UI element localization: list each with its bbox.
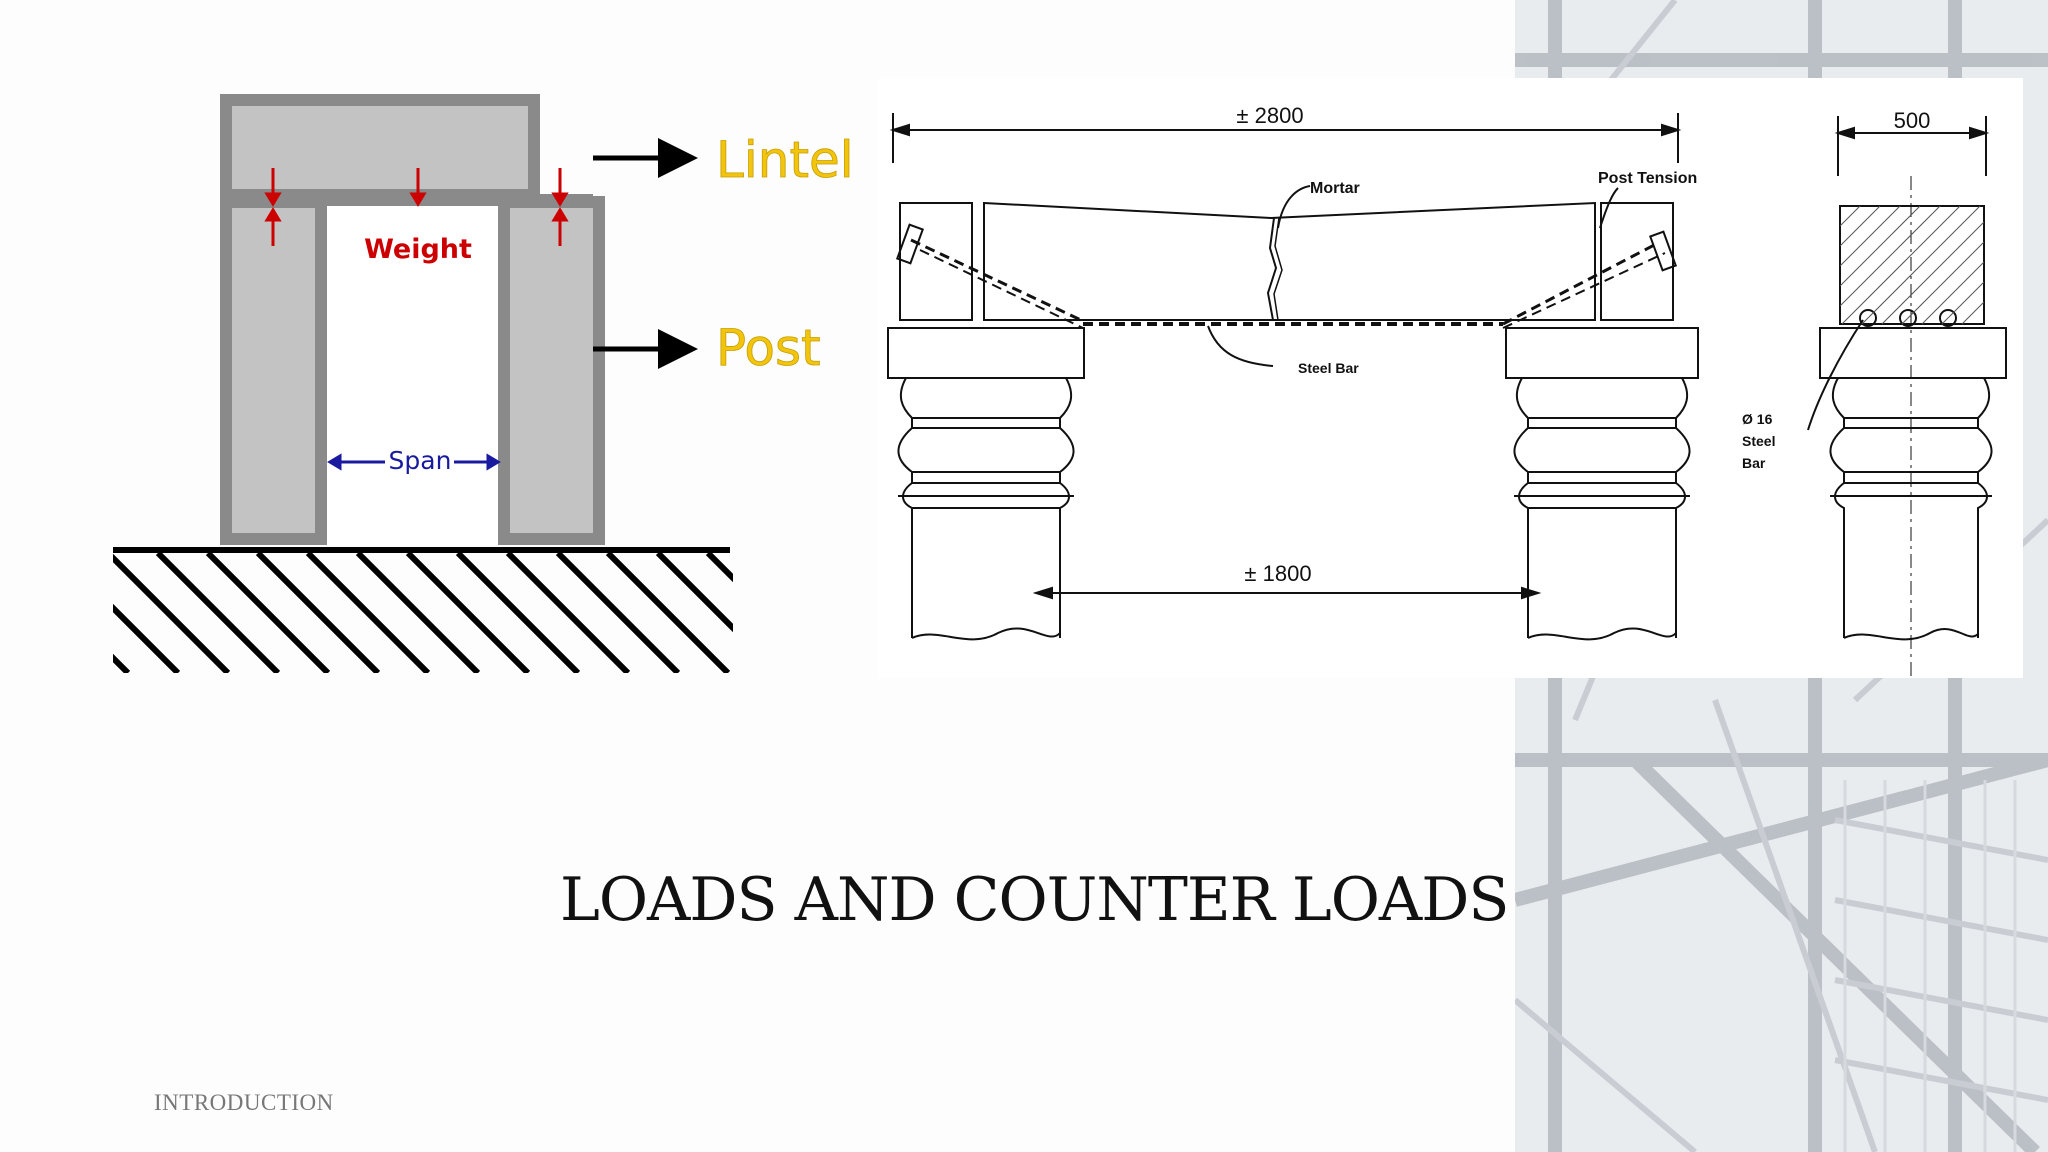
slide-footer: INTRODUCTION — [154, 1090, 334, 1115]
mortar-label: Mortar — [1310, 180, 1360, 197]
steel-bar-label: Steel Bar — [1298, 360, 1359, 376]
post-label: Post — [716, 319, 821, 377]
left-column-capital — [887, 327, 1085, 379]
post-lintel-diagram: Weight Span Lintel Post — [113, 94, 854, 673]
load-arrows — [264, 168, 569, 246]
bar-spec-label-3: Bar — [1742, 455, 1766, 471]
span-dimension — [327, 453, 501, 471]
section-hatch — [1839, 205, 1985, 325]
post-tension-lintel-drawing: ± 2800 ± 1800 500 Mortar Post Tension St… — [878, 78, 2023, 678]
bar-spec-label-2: Steel — [1742, 433, 1775, 449]
lintel-beam-section — [983, 201, 1596, 321]
right-column — [1513, 377, 1691, 638]
lintel-beam — [220, 94, 540, 201]
right-post — [498, 196, 605, 545]
lintel-label: Lintel — [716, 131, 854, 189]
section-width-label: 500 — [1894, 108, 1931, 133]
clear-span-dimension-label: ± 1800 — [1244, 561, 1311, 586]
left-post — [220, 196, 327, 545]
bar-spec-label-1: Ø 16 — [1742, 411, 1773, 427]
post-tension-label: Post Tension — [1598, 170, 1697, 187]
right-column-capital — [1505, 327, 1699, 379]
slide-title: LOADS AND COUNTER LOADS — [560, 865, 1509, 935]
left-end-block — [899, 202, 973, 321]
weight-label: Weight — [364, 234, 472, 265]
right-end-block — [1600, 202, 1674, 321]
left-column — [897, 377, 1075, 638]
overall-dimension-label: ± 2800 — [1236, 103, 1303, 128]
ground-hatch — [113, 550, 733, 673]
section-capital — [1819, 327, 2007, 379]
span-label: Span — [389, 446, 452, 475]
